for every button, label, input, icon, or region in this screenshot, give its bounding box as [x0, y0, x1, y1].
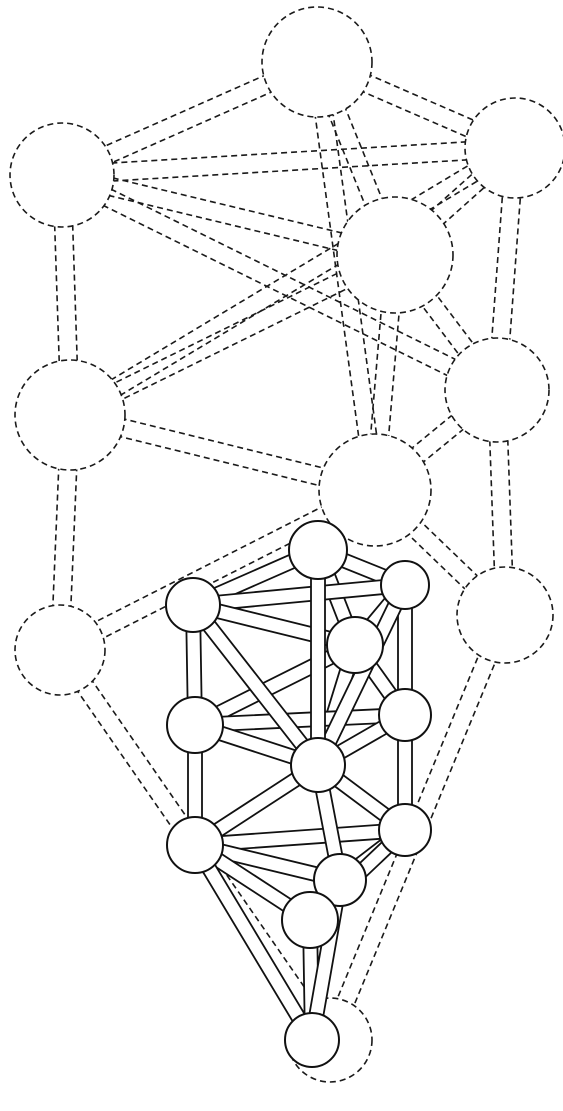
solid-sphere — [380, 560, 430, 610]
dashed-spheres — [9, 6, 563, 1083]
solid-paths — [185, 542, 413, 1045]
dashed-path-edge — [487, 390, 497, 616]
solid-sphere — [313, 853, 367, 907]
dashed-sphere — [336, 196, 454, 314]
dashed-path-edge — [337, 618, 515, 1044]
solid-sphere — [378, 688, 432, 742]
solid-path-tube — [310, 549, 326, 766]
solid-sphere — [284, 1012, 340, 1068]
dashed-path-edge — [73, 262, 400, 424]
dashed-path-edge — [63, 497, 380, 659]
dashed-sphere — [464, 97, 563, 199]
dashed-path-edge — [64, 139, 511, 408]
dashed-sphere — [456, 566, 554, 664]
solid-spheres — [165, 520, 432, 1068]
solid-sphere — [326, 616, 384, 674]
dashed-path-edge — [62, 156, 516, 185]
dashed-path-edge — [505, 389, 515, 615]
solid-sphere — [166, 696, 224, 754]
dashed-sphere — [444, 337, 550, 443]
solid-sphere — [281, 891, 339, 949]
dashed-path-edge — [57, 182, 494, 399]
dashed-path-edge — [61, 138, 515, 167]
solid-sphere — [288, 520, 348, 580]
dashed-sphere — [318, 433, 432, 547]
dashed-path-edge — [307, 63, 367, 492]
dashed-sphere — [261, 6, 373, 118]
solid-sphere — [165, 577, 221, 633]
dashed-sphere — [9, 122, 115, 228]
dashed-path-edge — [55, 481, 372, 643]
dashed-path-edge — [65, 166, 502, 383]
solid-sphere — [290, 737, 346, 793]
dashed-sphere — [14, 604, 106, 696]
solid-sphere — [166, 816, 224, 874]
dashed-path-edge — [320, 611, 498, 1037]
solid-sphere — [378, 803, 432, 857]
dashed-path-edge — [74, 155, 521, 424]
dashed-sphere — [14, 359, 126, 471]
dashed-path-edge — [66, 644, 339, 1036]
